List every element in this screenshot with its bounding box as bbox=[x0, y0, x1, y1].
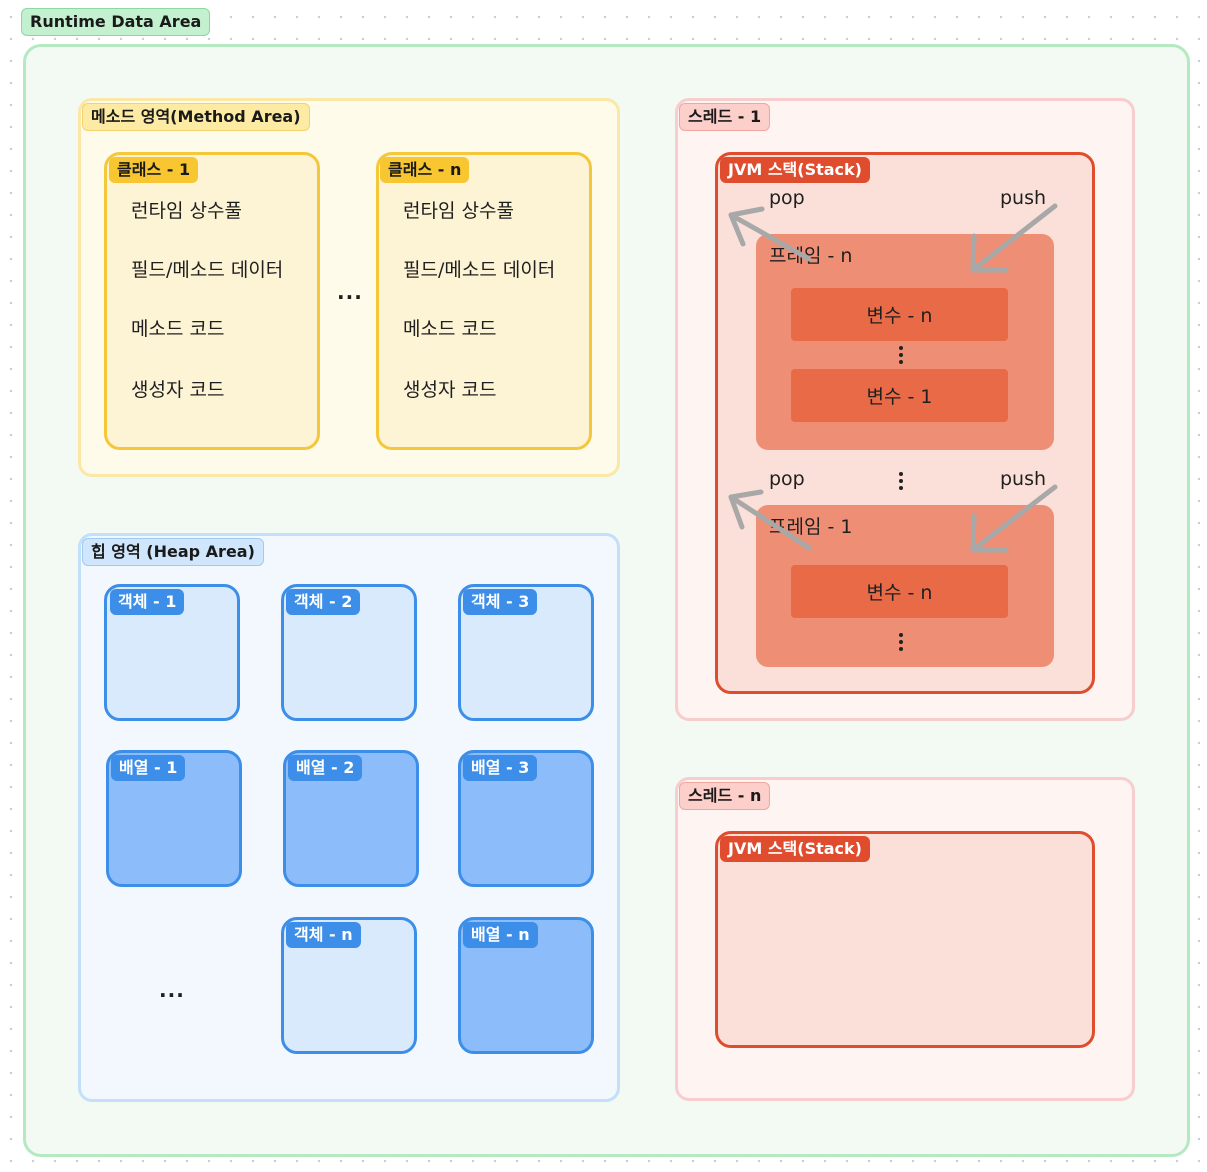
heap-object-1-label: 객체 - 1 bbox=[110, 589, 185, 615]
class-n-field-method-data: 필드/메소드 데이터 bbox=[403, 259, 556, 281]
heap-object-3-label: 객체 - 3 bbox=[463, 589, 538, 615]
heap-object-n-label: 객체 - n bbox=[286, 922, 361, 948]
frame-n-variable-n: 변수 - n bbox=[791, 288, 1008, 341]
class-n-method-code: 메소드 코드 bbox=[403, 318, 497, 340]
method-area-label: 메소드 영역(Method Area) bbox=[82, 103, 310, 131]
push-label-bottom: push bbox=[1000, 468, 1047, 490]
runtime-data-area-label: Runtime Data Area bbox=[21, 8, 211, 36]
class-n-runtime-constant-pool: 런타임 상수풀 bbox=[403, 200, 514, 222]
heap-array-2-label: 배열 - 2 bbox=[288, 755, 363, 781]
class-1-constructor-code: 생성자 코드 bbox=[131, 379, 225, 401]
heap-array-1-label: 배열 - 1 bbox=[111, 755, 186, 781]
thread-n-jvm-stack bbox=[715, 831, 1095, 1048]
heap-ellipsis: ... bbox=[159, 978, 185, 1002]
pop-label-top: pop bbox=[769, 187, 805, 209]
class-box-1 bbox=[104, 152, 320, 450]
class-1-field-method-data: 필드/메소드 데이터 bbox=[131, 259, 284, 281]
heap-object-2-label: 객체 - 2 bbox=[286, 589, 361, 615]
frames-vertical-ellipsis bbox=[899, 472, 903, 493]
class-box-1-label: 클래스 - 1 bbox=[109, 157, 199, 183]
thread-n-label: 스레드 - n bbox=[679, 782, 771, 810]
thread-1-jvm-stack-label: JVM 스택(Stack) bbox=[720, 157, 870, 183]
heap-array-n-label: 배열 - n bbox=[463, 922, 538, 948]
class-1-runtime-constant-pool: 런타임 상수풀 bbox=[131, 200, 242, 222]
heap-array-3-label: 배열 - 3 bbox=[463, 755, 538, 781]
frame-n-vertical-ellipsis bbox=[899, 346, 903, 367]
class-box-n bbox=[376, 152, 592, 450]
heap-area-label: 힙 영역 (Heap Area) bbox=[82, 538, 264, 566]
class-ellipsis: ... bbox=[337, 280, 363, 304]
frame-1-variable-n: 변수 - n bbox=[791, 565, 1008, 618]
stack-frame-1-label: 프레임 - 1 bbox=[769, 516, 853, 538]
frame-1-vertical-ellipsis bbox=[899, 633, 903, 654]
pop-label-bottom: pop bbox=[769, 468, 805, 490]
frame-n-variable-1: 변수 - 1 bbox=[791, 369, 1008, 422]
class-n-constructor-code: 생성자 코드 bbox=[403, 379, 497, 401]
thread-n-jvm-stack-label: JVM 스택(Stack) bbox=[720, 836, 870, 862]
class-box-n-label: 클래스 - n bbox=[380, 157, 470, 183]
push-label-top: push bbox=[1000, 187, 1047, 209]
class-1-method-code: 메소드 코드 bbox=[131, 318, 225, 340]
stack-frame-n-label: 프레임 - n bbox=[769, 245, 853, 267]
thread-1-label: 스레드 - 1 bbox=[679, 103, 771, 131]
